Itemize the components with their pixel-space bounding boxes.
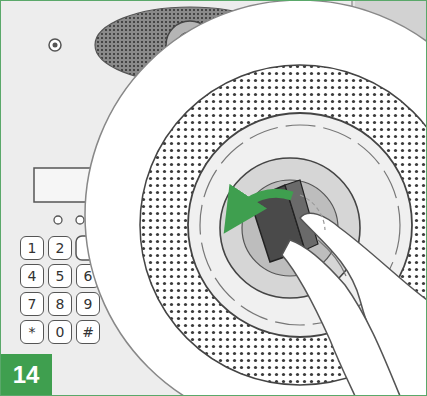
bezel-ring bbox=[200, 125, 400, 325]
door-panel bbox=[0, 0, 352, 396]
keypad-key: 1 bbox=[20, 236, 44, 260]
status-led bbox=[54, 216, 62, 224]
lens-cover bbox=[220, 158, 360, 298]
finger-crease bbox=[318, 240, 346, 276]
hand-finger bbox=[300, 213, 427, 396]
key-label: 2 bbox=[56, 240, 65, 256]
key-label: 5 bbox=[56, 268, 65, 284]
key-label: 9 bbox=[84, 296, 93, 312]
screw bbox=[49, 39, 61, 51]
rotation-guide bbox=[300, 195, 325, 230]
step-number-badge: 14 bbox=[0, 354, 52, 396]
wall bbox=[355, 0, 427, 396]
camera-bezel-zoom bbox=[188, 113, 412, 337]
key-label: * bbox=[29, 324, 36, 340]
screw-head bbox=[53, 43, 58, 48]
key-label: 0 bbox=[56, 324, 65, 340]
status-led bbox=[76, 216, 84, 224]
callout-tail bbox=[150, 64, 203, 140]
speaker-grille bbox=[95, 7, 285, 83]
lens-key bbox=[250, 185, 305, 262]
keypad-key: # bbox=[76, 320, 100, 344]
lens-key-side bbox=[285, 180, 318, 250]
keypad-key: 8 bbox=[48, 292, 72, 316]
lens-inner bbox=[242, 180, 338, 276]
hand-thumb bbox=[282, 240, 400, 396]
keypad-key: 4 bbox=[20, 264, 44, 288]
camera-lens bbox=[177, 32, 203, 58]
step-number: 14 bbox=[13, 361, 40, 389]
rotate-arrow bbox=[236, 193, 292, 215]
callout-tail-join bbox=[152, 70, 200, 136]
hidden-key bbox=[76, 236, 100, 260]
key-label: 6 bbox=[84, 268, 93, 284]
key-label: # bbox=[82, 324, 94, 340]
keypad-key: 0 bbox=[48, 320, 72, 344]
display-window bbox=[34, 168, 152, 202]
key-label: 1 bbox=[28, 240, 37, 256]
key-label: 4 bbox=[28, 268, 37, 284]
camera-bezel bbox=[166, 21, 214, 69]
key-label: 8 bbox=[56, 296, 65, 312]
keypad-key: 7 bbox=[20, 292, 44, 316]
key-label: 7 bbox=[28, 296, 37, 312]
callout-bubble bbox=[85, 0, 427, 396]
keypad-key: 5 bbox=[48, 264, 72, 288]
keypad-key: 6 bbox=[76, 264, 100, 288]
zoomed-grille bbox=[140, 65, 427, 385]
keypad-key: 2 bbox=[48, 236, 72, 260]
keypad-key: * bbox=[20, 320, 44, 344]
keypad-key: 9 bbox=[76, 292, 100, 316]
